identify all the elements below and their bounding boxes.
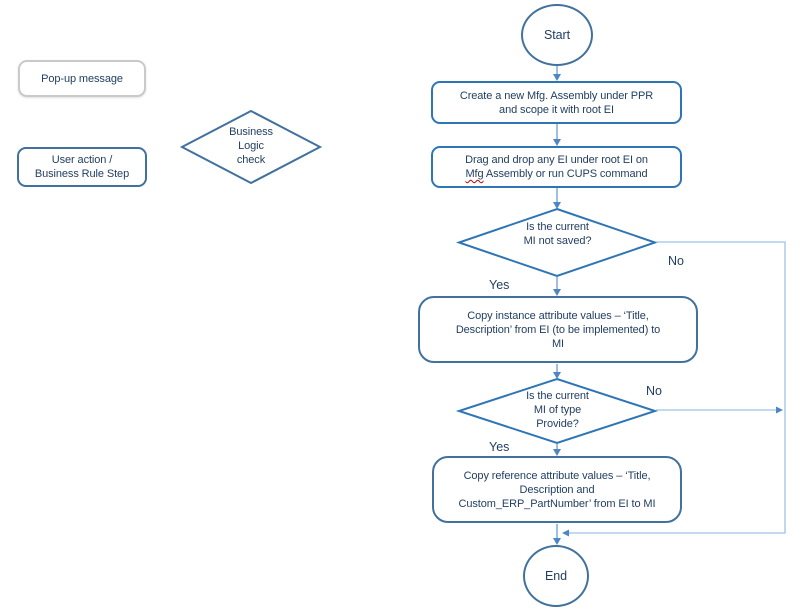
decision2-yes-label: Yes <box>489 440 510 454</box>
legend-popup-label: Pop-up message <box>41 72 123 85</box>
legend-user-action-line: User action / <box>51 154 113 166</box>
decision1-diamond-shape <box>455 207 659 278</box>
connector-decision1-no-branch <box>568 241 786 534</box>
decision2-label: Is the current MI of type Provide? <box>480 389 635 431</box>
arrowheads <box>553 74 783 545</box>
decision2-diamond-shape <box>455 377 659 445</box>
arrowhead-into-decision1 <box>553 202 561 209</box>
step3-line: MI <box>551 337 565 350</box>
decision1-line: Is the current <box>526 221 589 233</box>
end-terminator: End <box>523 545 589 607</box>
step3-line: Copy instance attribute values – ‘Title, <box>467 309 649 322</box>
decision1-no-label: No <box>668 254 684 268</box>
decision1-line: MI not saved? <box>523 235 592 247</box>
decision2-no-label: No <box>646 384 662 398</box>
arrowhead-into-step2 <box>553 139 561 146</box>
arrowhead-into-decision2 <box>553 372 561 379</box>
legend-logic-check-line: Logic <box>238 140 264 152</box>
start-label: Start <box>544 28 570 42</box>
step4-box: Copy reference attribute values – ‘Title… <box>432 456 682 523</box>
step3-box: Copy instance attribute values – ‘Title,… <box>418 296 698 363</box>
decision2-line: Is the current <box>526 390 589 402</box>
step1-line: and scope it with root EI <box>499 103 614 116</box>
arrowhead-into-step1 <box>553 74 561 81</box>
step2-line: Drag and drop any EI under root EI on <box>465 154 648 166</box>
step2-line: Mfg Assembly or run CUPS command <box>433 167 680 181</box>
arrowhead-into-end <box>553 538 561 545</box>
arrowhead-into-step3 <box>553 289 561 296</box>
legend-user-action: User action / Business Rule Step <box>17 147 147 187</box>
step4-line: Description and <box>519 483 595 496</box>
step2-box: Drag and drop any EI under root EI on Mf… <box>431 146 682 188</box>
legend-logic-check-line: Business <box>229 126 273 138</box>
arrowhead-branch-return <box>562 529 569 537</box>
legend-logic-check-diamond-shape <box>179 109 323 185</box>
legend-user-action-line: Business Rule Step <box>34 168 130 180</box>
arrowhead-no2-into-branch <box>776 406 783 414</box>
legend-logic-check-label: Business Logic check <box>200 125 302 167</box>
decision2-line: Provide? <box>536 418 579 430</box>
step3-line: Description’ from EI (to be implemented)… <box>455 323 661 336</box>
arrowhead-into-step4 <box>553 449 561 456</box>
misspelled-word: Mfg <box>465 168 484 180</box>
step1-box: Create a new Mfg. Assembly under PPR and… <box>431 81 682 124</box>
legend-logic-check-line: check <box>236 154 266 166</box>
end-label: End <box>545 569 567 583</box>
legend-popup-message: Pop-up message <box>18 60 146 97</box>
step4-line: Copy reference attribute values – ‘Title… <box>463 469 651 482</box>
decision1-label: Is the current MI not saved? <box>480 220 635 248</box>
step4-line: Custom_ERP_PartNumber’ from EI to MI <box>458 497 656 510</box>
step1-line: Create a new Mfg. Assembly under PPR <box>459 89 654 102</box>
decision1-yes-label: Yes <box>489 278 510 292</box>
step2-line-rest: Assembly or run CUPS command <box>483 168 648 180</box>
decision2-line: MI of type <box>533 404 582 416</box>
start-terminator: Start <box>521 4 593 66</box>
